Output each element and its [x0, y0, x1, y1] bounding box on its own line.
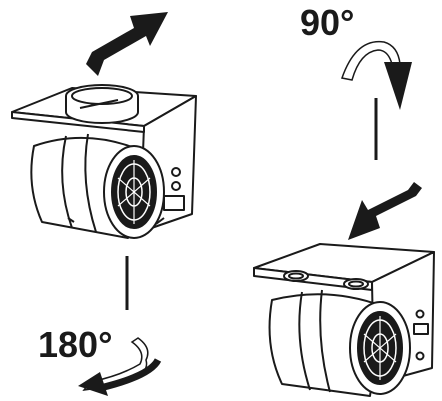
- airflow-arrow-left: [86, 12, 168, 76]
- rotation-label-90: 90°: [300, 2, 354, 43]
- rotate-arrow-180-icon: [78, 337, 162, 396]
- airflow-arrow-right: [348, 182, 422, 240]
- blower-unit-left: [11, 84, 197, 239]
- rotate-arrow-90-icon: [341, 40, 412, 110]
- rotation-label-180: 180°: [38, 324, 112, 365]
- blower-unit-right: [253, 243, 435, 397]
